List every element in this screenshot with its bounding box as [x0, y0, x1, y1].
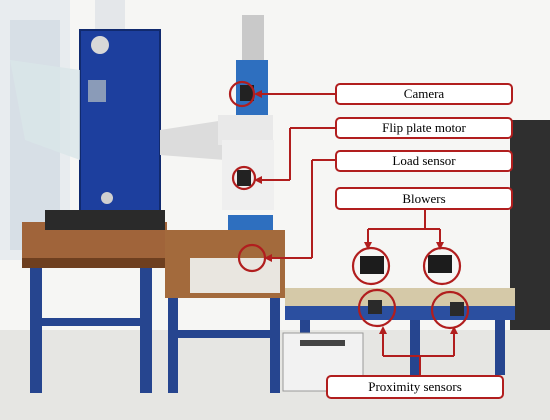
- machine-motor: [91, 36, 109, 54]
- blower-circle-1: [351, 246, 391, 286]
- load-sensor-unit: [237, 170, 251, 186]
- left-table-leg: [30, 268, 42, 393]
- prox-circle-1: [357, 288, 397, 328]
- conveyor-frame: [285, 306, 515, 320]
- blue-machine: [80, 30, 160, 225]
- annotation-circles: [228, 80, 470, 330]
- camera-mast: [242, 15, 264, 65]
- flip-motor-circle: [231, 165, 257, 191]
- blowers-label: Blowers: [335, 187, 513, 210]
- blower-1: [360, 256, 384, 274]
- prox-sensor-2: [450, 302, 464, 316]
- blower-2: [428, 255, 452, 273]
- conveyor-belt: [285, 288, 515, 306]
- electronics-board: [190, 258, 280, 293]
- blower-circle-2: [422, 246, 462, 286]
- left-table-leg: [140, 268, 152, 393]
- hopper-glass: [10, 60, 80, 160]
- load-sensor-label: Load sensor: [335, 150, 513, 172]
- left-table-brace: [42, 318, 140, 326]
- proximity-sensors-label: Proximity sensors: [326, 375, 504, 399]
- camera-label: Camera: [335, 83, 513, 105]
- camera-unit: [240, 85, 254, 101]
- left-table-edge: [22, 258, 167, 268]
- prox-circle-2: [430, 290, 470, 330]
- prox-sensor-1: [368, 300, 382, 314]
- flip-plate-motor-label: Flip plate motor: [335, 117, 513, 139]
- machine-base: [45, 210, 165, 230]
- arrow-heads: [254, 90, 458, 334]
- duct: [160, 120, 225, 160]
- annotation-arrows: [256, 93, 455, 375]
- machine-plate: [88, 80, 106, 102]
